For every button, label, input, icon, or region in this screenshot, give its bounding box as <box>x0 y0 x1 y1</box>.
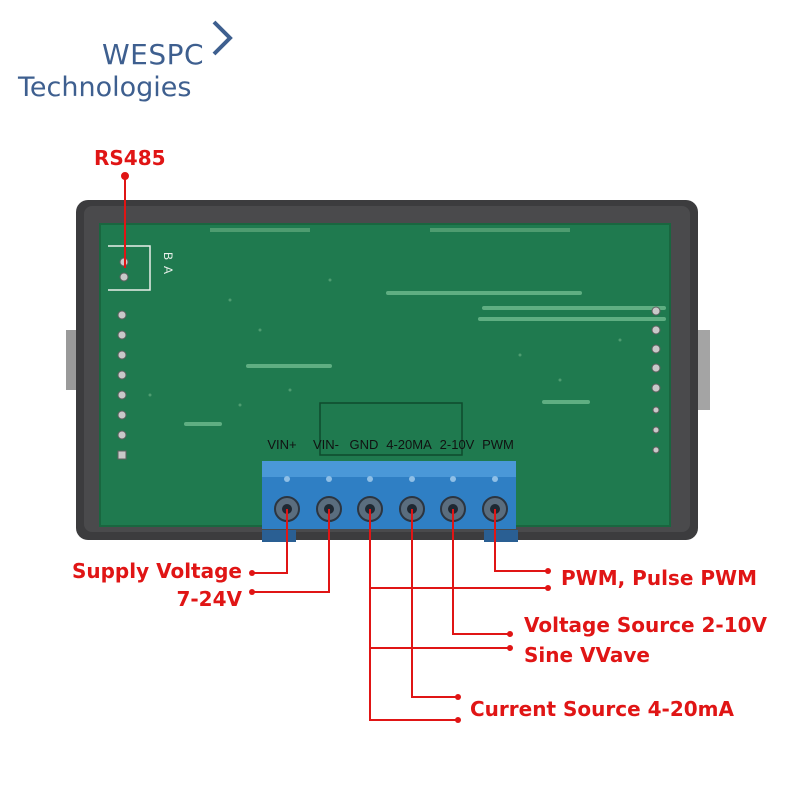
callout-rs485: RS485 <box>94 146 166 170</box>
left-pin-header <box>117 257 129 460</box>
brand-name: WESPC <box>102 38 205 71</box>
terminal-label-pwm: PWM <box>482 437 514 452</box>
terminal-callout-lines <box>252 509 548 721</box>
callout-pwm: PWM, Pulse PWM <box>561 566 757 590</box>
callout-supply-voltage: Supply Voltage <box>71 559 242 583</box>
brand-subtitle: Technologies <box>18 72 192 103</box>
callout-dots <box>249 568 551 723</box>
pin-label-b: B <box>161 252 175 260</box>
terminal-label-2-10v: 2-10V <box>439 437 475 452</box>
callout-voltage-source: Voltage Source 2-10V <box>524 613 768 637</box>
pin-label-a: A <box>161 266 175 274</box>
callout-current-source: Current Source 4-20mA <box>470 697 734 721</box>
callout-supply-range: 7-24V <box>176 587 242 611</box>
chip-outline <box>319 402 463 456</box>
callout-sine-wave: Sine VVave <box>524 643 650 667</box>
terminal-label-gnd: GND <box>349 437 379 452</box>
chevron-right-icon <box>212 20 233 56</box>
right-pin-header <box>651 306 661 454</box>
terminal-label-vin-plus: VIN+ <box>267 437 297 452</box>
terminal-label-4-20ma: 4-20MA <box>386 437 432 452</box>
terminal-label-vin-minus: VIN- <box>313 437 339 452</box>
pcb-traces <box>184 291 666 426</box>
pcb-dots <box>148 228 622 407</box>
rs485-callout-line <box>121 172 129 268</box>
